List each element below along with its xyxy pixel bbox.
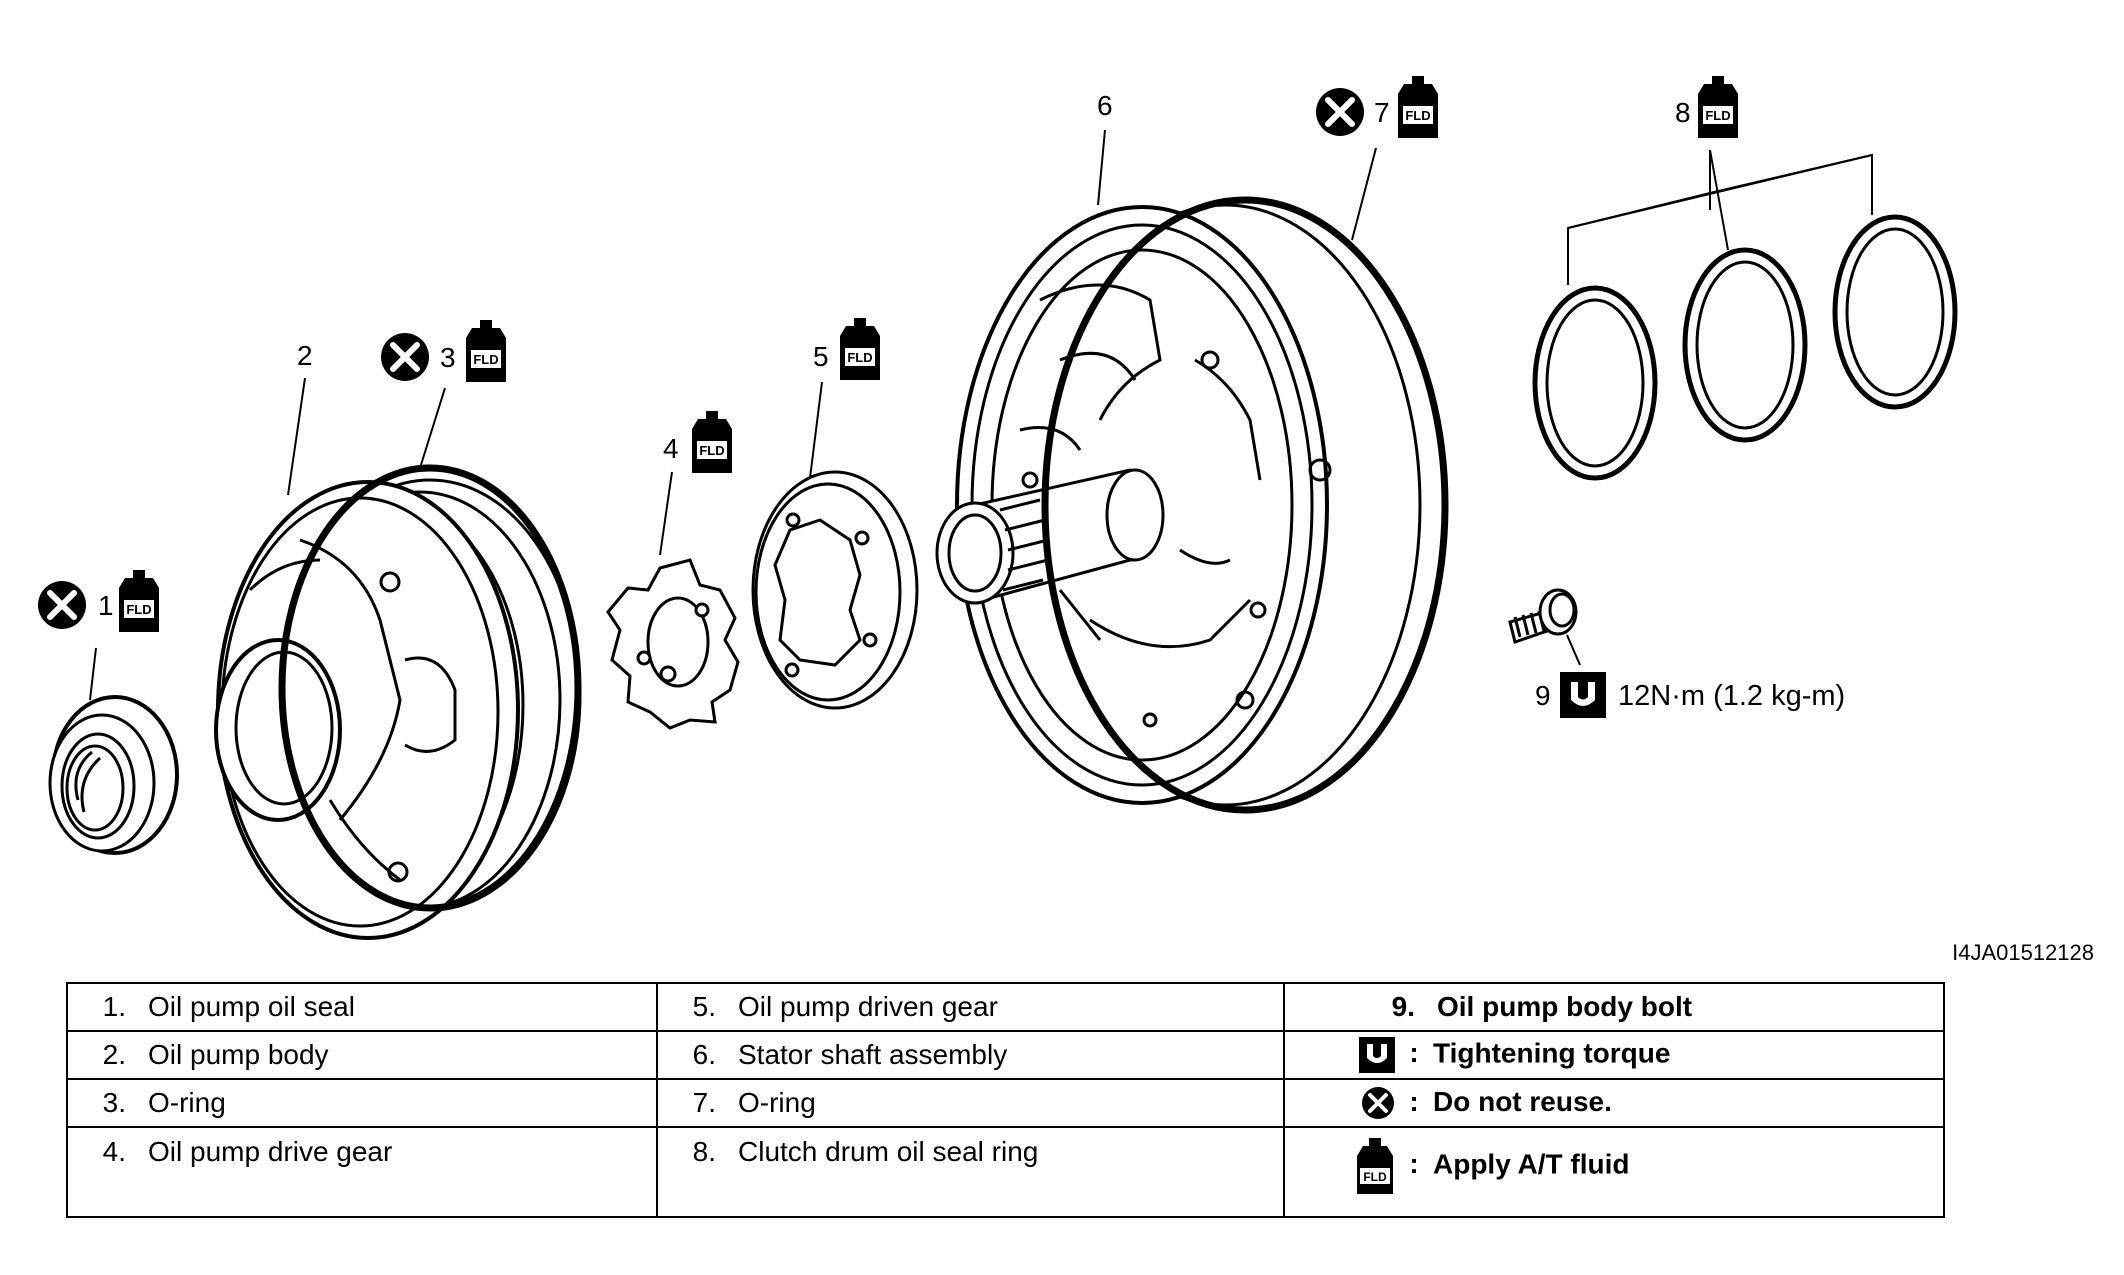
svg-text:FLD: FLD <box>1363 1170 1387 1184</box>
legend-cell: 7. O-ring <box>656 1078 1285 1128</box>
fld-bottle-icon <box>466 320 506 382</box>
fld-bottle-icon <box>692 411 732 473</box>
legend-cell: 2. Oil pump body <box>66 1030 658 1080</box>
callout-1: 1 <box>98 590 114 621</box>
clutch-ring-leaders <box>1567 149 1873 285</box>
legend-cell: : Tightening torque <box>1283 1030 1945 1080</box>
legend-num: 9. <box>1391 991 1415 1022</box>
legend-cell: 6. Stator shaft assembly <box>656 1030 1285 1080</box>
legend-num: 6. <box>692 1039 716 1070</box>
legend-row: 4. Oil pump drive gear 8. Clutch drum oil … <box>66 1126 1945 1218</box>
o-ring-7 <box>1041 196 1449 814</box>
legend-text: O-ring <box>738 1087 816 1118</box>
legend-num: 7. <box>692 1087 716 1118</box>
callout-2: 2 <box>297 340 313 371</box>
fld-bottle-icon <box>840 318 880 380</box>
legend-colon: : <box>1409 1037 1419 1069</box>
fld-bottle-icon <box>119 570 159 632</box>
legend-row: 2.Oil pump body 6.Stator shaft assembly … <box>66 1030 1945 1080</box>
callout-4: 4 <box>663 433 679 464</box>
legend-row: 3. O-ring 7. O-ring : Do not reuse. <box>66 1078 1945 1128</box>
callout-6: 6 <box>1097 90 1113 121</box>
clutch-drum-oil-seal-rings <box>1532 214 1958 481</box>
oil-pump-drive-gear <box>606 558 740 730</box>
fld-bottle-icon <box>1398 76 1438 138</box>
legend-text: Oil pump driven gear <box>738 991 998 1022</box>
legend-num: 2. <box>102 1039 126 1070</box>
legend-cell: 9. Oil pump body bolt <box>1283 982 1945 1032</box>
callout-7: 7 <box>1374 97 1390 128</box>
oil-pump-body <box>214 478 582 940</box>
legend-cell: : Do not reuse. <box>1283 1078 1945 1128</box>
legend-num: 1. <box>102 991 126 1022</box>
do-not-reuse-icon <box>381 333 429 381</box>
do-not-reuse-icon <box>38 581 86 629</box>
legend-table: 1. Oil pump oil seal 5. Oil pump driven ge… <box>66 982 1945 1218</box>
legend-num: 5. <box>692 991 716 1022</box>
legend-text: Apply A/T fluid <box>1433 1148 1630 1180</box>
legend-text: Oil pump drive gear <box>148 1136 393 1167</box>
torque-wrench-icon <box>1285 1037 1395 1073</box>
legend-num: 8. <box>692 1136 716 1167</box>
legend-text: Tightening torque <box>1433 1037 1671 1069</box>
legend-text: Stator shaft assembly <box>738 1039 1008 1070</box>
oil-pump-oil-seal <box>48 695 179 855</box>
legend-text: Clutch drum oil seal ring <box>738 1136 1039 1167</box>
legend-text: Oil pump body <box>148 1039 329 1070</box>
legend-text: Oil pump oil seal <box>148 991 355 1022</box>
torque-spec: 12N·m (1.2 kg-m) <box>1618 680 1845 712</box>
do-not-reuse-icon <box>1285 1086 1395 1121</box>
legend-cell: 5. Oil pump driven gear <box>656 982 1285 1032</box>
stator-shaft-assembly <box>935 203 1422 807</box>
image-code: I4JA01512128 <box>1952 940 2094 965</box>
legend-num: 3. <box>102 1087 126 1118</box>
fld-bottle-icon: FLD <box>1285 1136 1395 1196</box>
o-ring-3 <box>278 464 582 912</box>
legend-cell: 3. O-ring <box>66 1078 658 1128</box>
fld-bottle-icon <box>1698 76 1738 138</box>
callout-9: 9 <box>1535 680 1551 711</box>
do-not-reuse-icon <box>1316 88 1364 136</box>
legend-row: 1. Oil pump oil seal 5. Oil pump driven ge… <box>66 982 1945 1032</box>
legend-num: 4. <box>102 1136 126 1167</box>
legend-text: Do not reuse. <box>1433 1085 1612 1117</box>
legend-colon: : <box>1409 1148 1419 1180</box>
legend-cell: 4. Oil pump drive gear <box>66 1126 658 1218</box>
oil-pump-body-bolt <box>1508 588 1578 644</box>
legend-text: O-ring <box>148 1087 226 1118</box>
torque-wrench-icon <box>1560 672 1606 718</box>
legend-colon: : <box>1409 1085 1419 1117</box>
legend-cell: FLD: Apply A/T fluid <box>1283 1126 1945 1218</box>
legend-cell: 8. Clutch drum oil seal ring <box>656 1126 1285 1218</box>
legend-cell: 1. Oil pump oil seal <box>66 982 658 1032</box>
legend-text: Oil pump body bolt <box>1437 991 1693 1022</box>
callout-3: 3 <box>440 342 456 373</box>
callout-8: 8 <box>1675 97 1691 128</box>
callout-5: 5 <box>813 341 829 372</box>
oil-pump-driven-gear <box>751 470 919 710</box>
